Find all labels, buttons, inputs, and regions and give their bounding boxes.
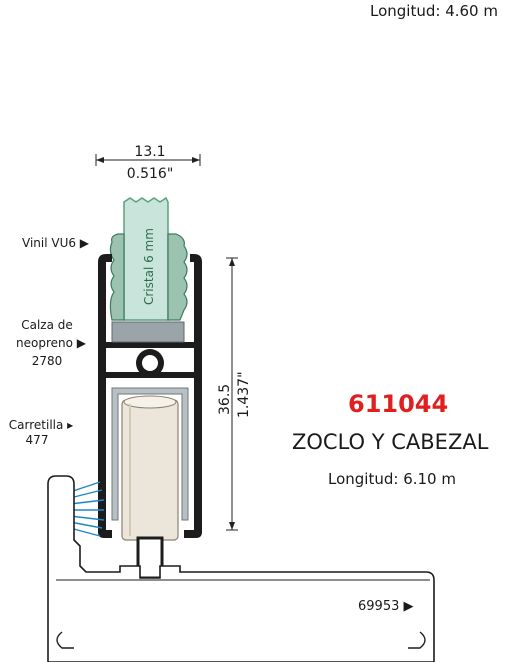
wheel-stem xyxy=(136,536,164,580)
glass-label: Cristal 6 mm xyxy=(142,228,156,305)
height-in-label: 1.437" xyxy=(236,371,252,418)
part-number: 611044 xyxy=(348,390,449,418)
callout-profile-69953: 69953 ▶ xyxy=(358,599,414,614)
vinyl-seal xyxy=(109,233,188,321)
callout-calza-line2: neopreno ▶ xyxy=(16,336,86,350)
top-length-text: Longitud: 4.60 m xyxy=(370,2,498,20)
product-length: Longitud: 6.10 m xyxy=(328,470,456,488)
callout-vinil: Vinil VU6 ▶ xyxy=(22,236,90,250)
width-dimension: 13.1 0.516" xyxy=(95,144,201,182)
product-name: ZOCLO Y CABEZAL xyxy=(292,430,489,454)
callout-carretilla-line2: 477 xyxy=(25,433,49,447)
width-mm-label: 13.1 xyxy=(134,144,165,160)
main-profile xyxy=(98,254,202,538)
width-in-label: 0.516" xyxy=(127,166,174,182)
glass-panel xyxy=(123,196,169,321)
carriage-wheel xyxy=(121,395,179,541)
callout-calza-line1: Calza de xyxy=(21,318,73,332)
height-mm-label: 36.5 xyxy=(217,384,233,415)
neoprene-spacer xyxy=(111,321,185,343)
callout-calza-line3: 2780 xyxy=(31,354,63,368)
callout-carretilla-line1: Carretilla ▸ xyxy=(8,418,74,432)
bottom-profile-69953 xyxy=(47,475,435,662)
carriage-channel xyxy=(111,387,189,521)
height-dimension: 36.5 1.437" xyxy=(217,257,252,531)
